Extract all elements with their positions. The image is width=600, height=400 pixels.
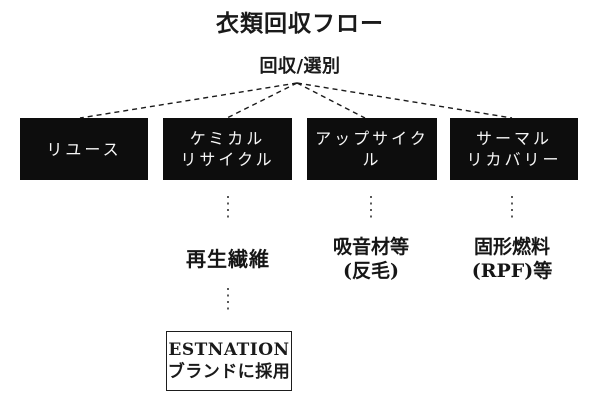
branch-box-thermal-recovery-label-line2: リカバリー — [466, 150, 562, 169]
output-label-solid-fuel-line1: 固形燃料 — [473, 236, 550, 258]
output-label-sound-absorbing-material-line2: (反毛) — [343, 260, 399, 282]
output-label-sound-absorbing-material: 吸音材等 (反毛) — [296, 235, 446, 283]
root-node-label: 回収/選別 — [259, 56, 341, 77]
output-label-recycled-fiber-line1: 再生繊維 — [186, 247, 270, 271]
output-label-solid-fuel: 固形燃料 (RPF)等 — [437, 235, 587, 283]
estnation-adoption-box-line1: ESTNATION — [168, 340, 290, 360]
branch-box-thermal-recovery-label-line1: サーマル — [475, 129, 552, 148]
output-label-sound-absorbing-material-line1: 吸音材等 — [332, 236, 409, 258]
branch-box-chemical-recycle: ケミカル リサイクル — [163, 118, 292, 180]
dashed-connector-root-to-reuse — [79, 82, 298, 119]
branch-box-chemical-recycle-label-line2: リサイクル — [180, 150, 275, 169]
dashed-connector-root-to-thermal-recovery — [296, 82, 513, 119]
branch-box-chemical-recycle-label-line1: ケミカル — [189, 129, 266, 148]
branch-box-reuse-label: リユース — [46, 139, 122, 159]
dashed-connector-root-to-upcycle — [296, 82, 366, 119]
branch-box-thermal-recovery: サーマル リカバリー — [450, 118, 578, 180]
diagram-title: 衣類回収フロー — [216, 10, 384, 37]
estnation-adoption-box: ESTNATION ブランドに採用 — [166, 331, 292, 391]
branch-box-upcycle: アップサイクル — [307, 118, 437, 180]
estnation-adoption-box-line2: ブランドに採用 — [167, 362, 291, 382]
output-label-solid-fuel-line2: (RPF)等 — [471, 260, 553, 282]
branch-box-upcycle-label: アップサイクル — [315, 129, 429, 169]
output-label-recycled-fiber: 再生繊維 — [153, 243, 303, 272]
dashed-connector-root-to-chemical-recycle — [226, 82, 298, 119]
branch-box-reuse: リユース — [20, 118, 148, 180]
